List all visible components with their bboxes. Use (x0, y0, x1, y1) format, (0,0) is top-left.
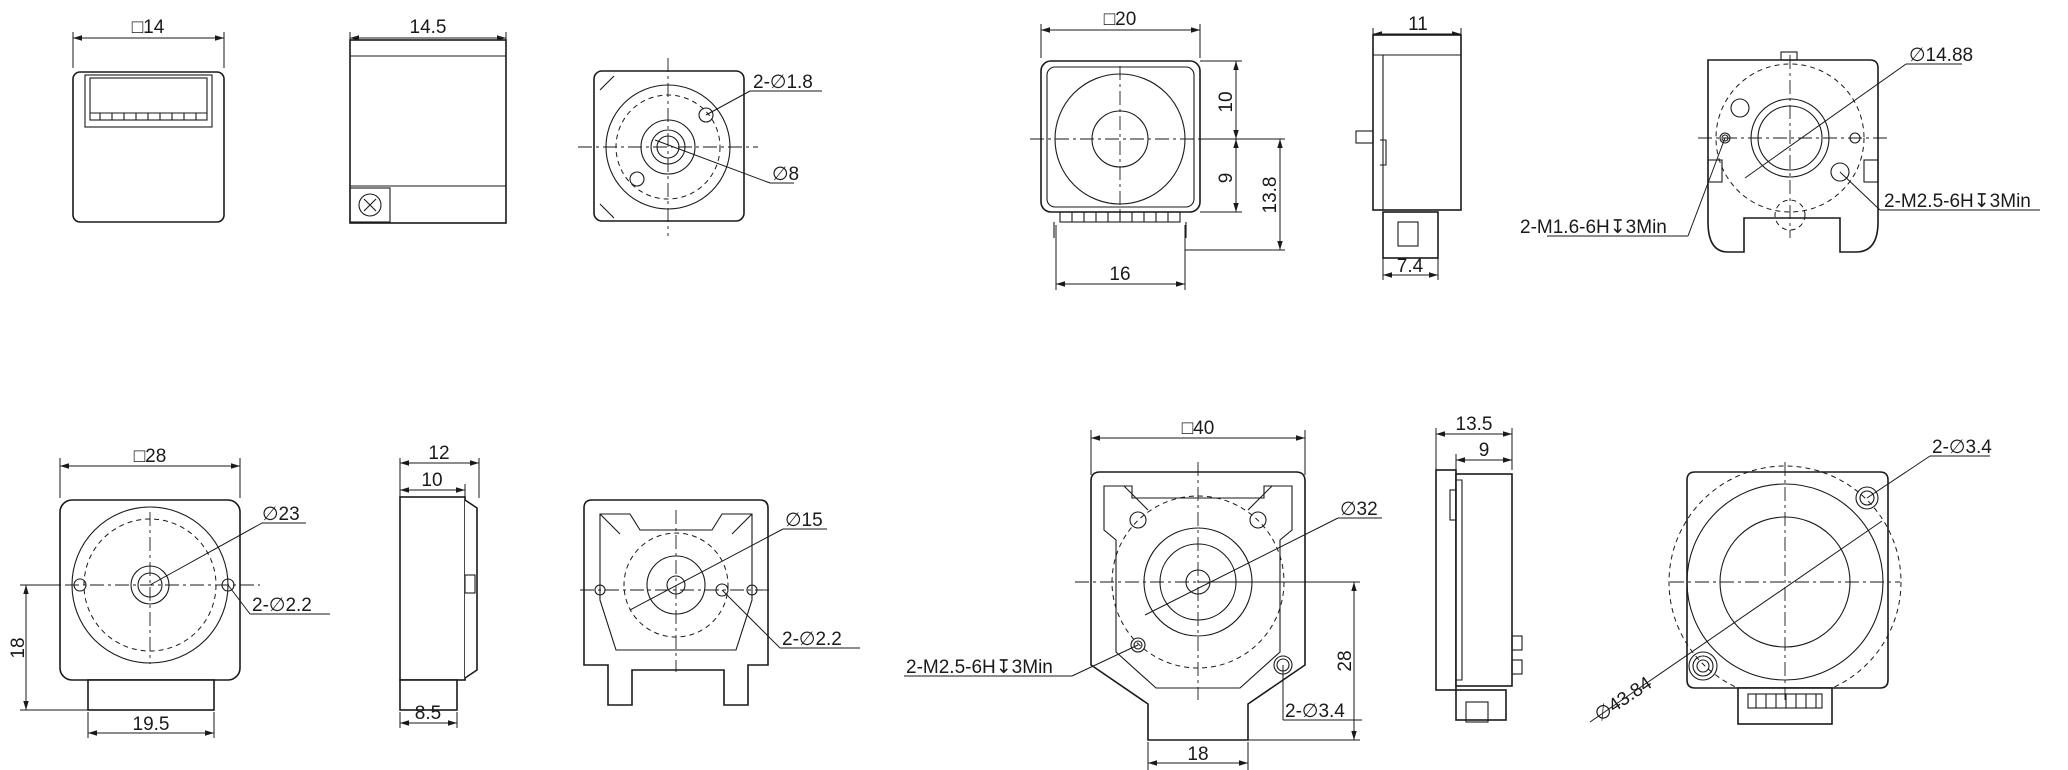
dim-20-h10: 10 (1216, 91, 1237, 112)
dim-40-back-holes: 2-∅3.4 (1932, 437, 1992, 458)
dim-40-back-circle: ∅43.84 (1591, 673, 1656, 726)
dim-40-side9: 9 (1479, 440, 1490, 461)
dim-20-m25: 2-M2.5-6H↧3Min (1884, 191, 2031, 212)
dim-28-holes: 2-∅2.2 (252, 595, 312, 616)
dim-20-h9: 9 (1216, 173, 1237, 184)
dim-20-side: 11 (1408, 14, 1428, 35)
view-40-side: 13.5 9 (1435, 414, 1523, 723)
view-28-side: 12 10 8.5 (399, 443, 480, 728)
view-14-front: □14 (72, 17, 225, 223)
dim-40-w18: 18 (1187, 744, 1208, 765)
view-20-side: 11 7.4 (1355, 14, 1462, 280)
dim-20-w16: 16 (1109, 264, 1130, 285)
dim-40-h28: 28 (1335, 650, 1356, 671)
dim-20-front: □20 (1104, 9, 1137, 30)
view-40-rear: 2-∅3.4 ∅43.84 (1589, 437, 1992, 726)
view-28-front: □28 ∅23 2-∅2.2 18 19.5 (8, 446, 330, 738)
dim-28-back-holes: 2-∅2.2 (782, 629, 842, 650)
view-14-rear: 2-∅1.8 ∅8 (578, 58, 822, 236)
dim-28-circle: ∅23 (262, 504, 300, 525)
view-28-rear: ∅15 2-∅2.2 (580, 499, 860, 706)
dim-20-circle: ∅14.88 (1909, 45, 1973, 66)
dim-28-w19-5: 19.5 (133, 714, 170, 735)
dim-14-bore: ∅8 (772, 164, 799, 185)
dim-28-h18: 18 (8, 637, 29, 658)
view-20-rear: ∅14.88 2-M1.6-6H↧3Min 2-M2.5-6H↧3Min (1520, 45, 2040, 253)
dim-28-back-circle: ∅15 (785, 510, 823, 531)
view-14-side: 14.5 (349, 17, 507, 224)
dim-14-front: □14 (132, 17, 165, 38)
dim-40-circle: ∅32 (1340, 499, 1378, 520)
dim-28-side8-5: 8.5 (415, 703, 441, 724)
dim-14-side: 14.5 (410, 17, 447, 38)
view-20-front: □20 10 9 13.8 16 (1030, 9, 1285, 290)
dim-40-m25: 2-M2.5-6H↧3Min (906, 657, 1053, 678)
dim-20-side-bottom: 7.4 (1397, 256, 1424, 277)
dim-20-h13-8: 13.8 (1260, 177, 1281, 214)
dim-14-holes: 2-∅1.8 (753, 72, 813, 93)
dim-28-side12: 12 (428, 443, 449, 464)
dim-20-m16: 2-M1.6-6H↧3Min (1520, 217, 1667, 238)
dim-28-front: □28 (134, 446, 167, 467)
view-40-front: □40 ∅32 2-M2.5-6H↧3Min 28 2-∅3.4 18 (904, 418, 1382, 770)
dim-40-front: □40 (1182, 418, 1215, 439)
dim-40-holes: 2-∅3.4 (1285, 701, 1345, 722)
dim-28-side10: 10 (421, 470, 442, 491)
dim-40-side13-5: 13.5 (1456, 414, 1493, 435)
